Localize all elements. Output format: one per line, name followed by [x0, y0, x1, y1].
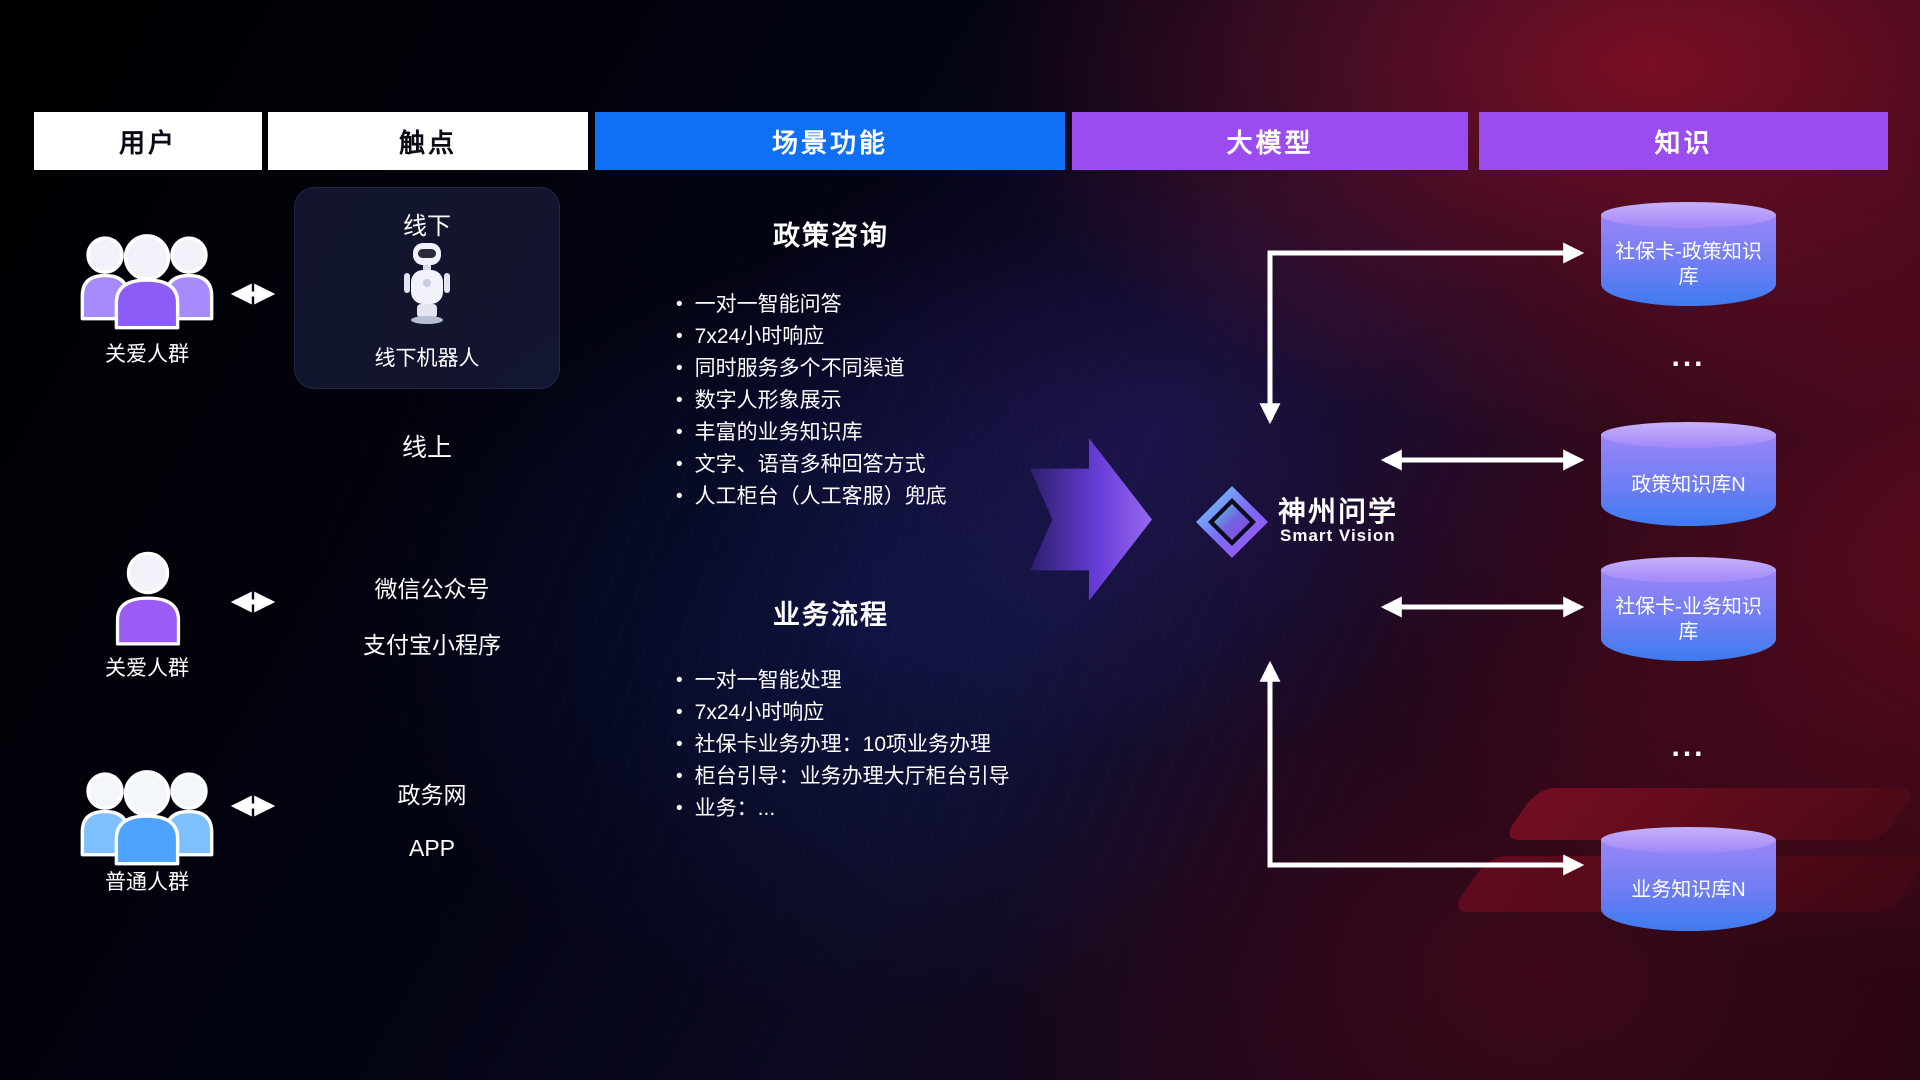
cylinder-body	[1601, 215, 1776, 306]
knowledge-db-policy-ssc: 社保卡-政策知识库	[1601, 202, 1776, 306]
people-group-icon	[72, 748, 222, 871]
cylinder-top	[1601, 557, 1776, 583]
knowledge-db-label: 社保卡-业务知识库	[1615, 596, 1762, 643]
knowledge-db-business-n: 业务知识库N	[1601, 827, 1776, 931]
column-header-users: 用户	[34, 112, 262, 170]
offline-robot-label: 线下机器人	[374, 347, 480, 370]
model-name: 神州问学	[1278, 496, 1399, 527]
column-header-touchpoints-label: 触点	[398, 127, 457, 158]
cylinder-body	[1601, 435, 1776, 526]
ellipsis-more: ...	[1671, 340, 1706, 373]
channel-gov-web: 政务网	[397, 782, 467, 808]
model-subtitle: Smart Vision	[1280, 526, 1396, 545]
feature-item: 业务：...	[676, 793, 1010, 825]
knowledge-connectors	[1259, 242, 1585, 876]
user-group-label: 关爱人群	[105, 657, 189, 680]
person-single-icon	[104, 548, 192, 651]
column-header-touchpoints: 触点	[268, 112, 588, 170]
online-title: 线上	[401, 434, 452, 462]
knowledge-db-label: 业务知识库N	[1631, 878, 1746, 901]
cylinder-top	[1601, 202, 1776, 228]
cylinder-body	[1601, 570, 1776, 661]
column-header-model: 大模型	[1072, 112, 1468, 170]
bidirectional-arrow-icon	[224, 590, 282, 619]
column-header-scenarios-label: 场景功能	[771, 127, 888, 158]
feature-item: 7x24小时响应	[676, 697, 1010, 729]
section-title-business: 业务流程	[773, 600, 889, 630]
cylinder-top	[1601, 422, 1776, 448]
user-group-label: 普通人群	[105, 871, 189, 894]
feature-item: 柜台引导：业务办理大厅柜台引导	[676, 761, 1010, 793]
column-header-knowledge: 知识	[1479, 112, 1888, 170]
feature-item: 一对一智能处理	[676, 665, 1010, 697]
knowledge-db-label: 社保卡-政策知识库	[1615, 241, 1762, 288]
knowledge-db-business-ssc: 社保卡-业务知识库	[1601, 557, 1776, 661]
feature-item: 文字、语音多种回答方式	[676, 449, 947, 481]
feature-item: 数字人形象展示	[676, 385, 947, 417]
section-title-policy: 政策咨询	[773, 221, 889, 251]
business-feature-list: 一对一智能处理 7x24小时响应 社保卡业务办理：10项业务办理 柜台引导：业务…	[676, 665, 1010, 825]
column-header-users-label: 用户	[118, 127, 177, 158]
bidirectional-arrow-icon	[224, 282, 282, 311]
feature-item: 7x24小时响应	[676, 321, 947, 353]
column-header-scenarios: 场景功能	[595, 112, 1065, 170]
cylinder-body	[1601, 840, 1776, 931]
column-header-knowledge-label: 知识	[1654, 127, 1713, 158]
feature-item: 人工柜台（人工客服）兜底	[676, 481, 947, 513]
people-group-icon	[72, 212, 222, 335]
smart-vision-logo-icon	[1194, 484, 1270, 565]
channel-alipay: 支付宝小程序	[363, 632, 501, 658]
robot-icon	[295, 240, 559, 326]
column-header-model-label: 大模型	[1226, 127, 1314, 158]
flow-arrow-icon	[1030, 433, 1152, 611]
ellipsis-more: ...	[1671, 730, 1706, 763]
feature-item: 社保卡业务办理：10项业务办理	[676, 729, 1010, 761]
offline-title: 线下	[403, 213, 451, 240]
user-group-label: 关爱人群	[105, 343, 189, 366]
channel-app: APP	[408, 835, 456, 861]
feature-item: 丰富的业务知识库	[676, 417, 947, 449]
bidirectional-arrow-icon	[224, 794, 282, 823]
knowledge-db-policy-n: 政策知识库N	[1601, 422, 1776, 526]
channel-wechat: 微信公众号	[374, 576, 490, 602]
knowledge-db-label: 政策知识库N	[1631, 473, 1746, 496]
offline-touchpoint-card: 线下 线下机器人	[294, 187, 560, 389]
feature-item: 同时服务多个不同渠道	[676, 353, 947, 385]
cylinder-top	[1601, 827, 1776, 853]
feature-item: 一对一智能问答	[676, 289, 947, 321]
policy-feature-list: 一对一智能问答 7x24小时响应 同时服务多个不同渠道 数字人形象展示 丰富的业…	[676, 289, 947, 513]
